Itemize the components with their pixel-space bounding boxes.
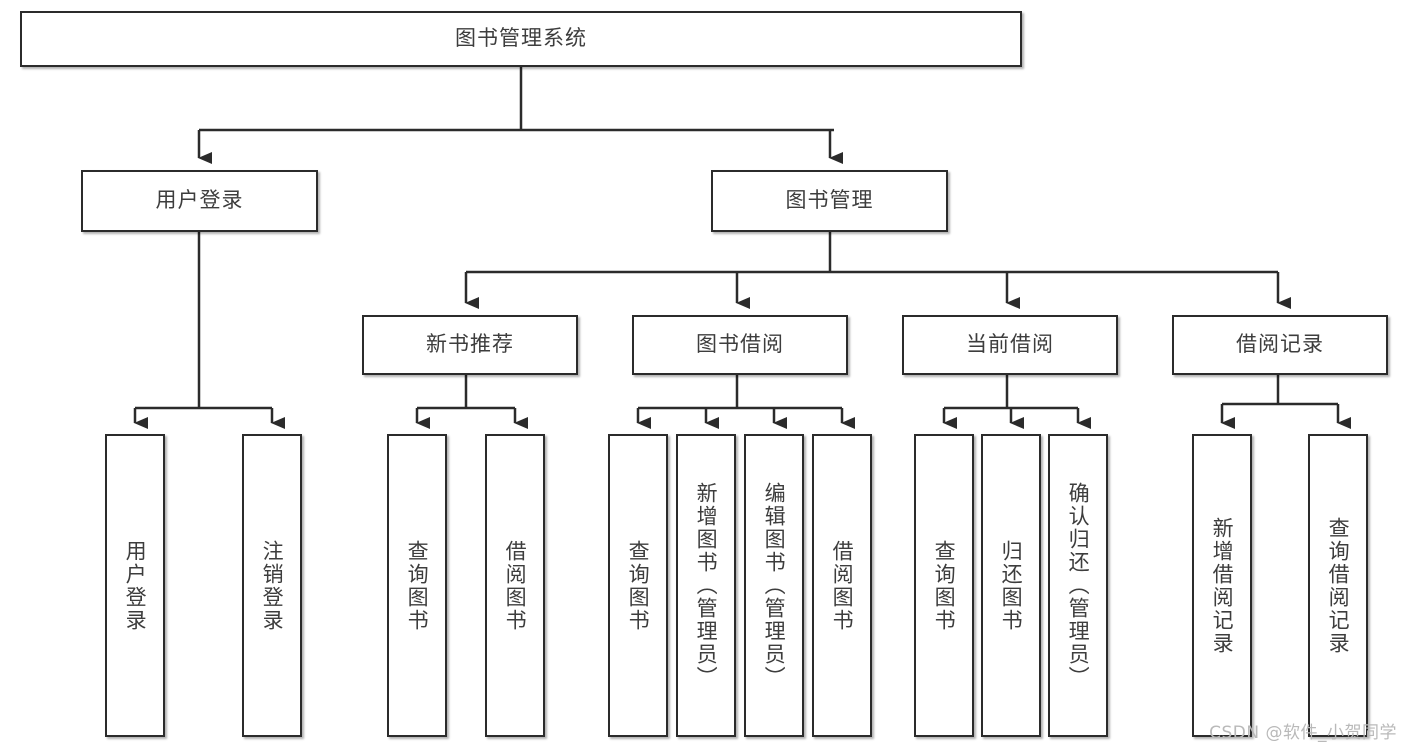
leaf-newbook-borrow-label: 借阅图书: [503, 539, 528, 632]
leaf-borrow-edit-label: 编辑图书（管理员）: [762, 482, 787, 689]
leaf-newbook-borrow[interactable]: 借阅图书: [485, 434, 545, 737]
leaf-current-query-label: 查询图书: [932, 539, 957, 632]
node-new-book-recommend-label: 新书推荐: [426, 332, 514, 357]
leaf-records-add-label: 新增借阅记录: [1210, 516, 1235, 655]
node-new-book-recommend[interactable]: 新书推荐: [362, 315, 578, 375]
leaf-newbook-query[interactable]: 查询图书: [387, 434, 447, 737]
leaf-current-confirm-label: 确认归还（管理员）: [1066, 482, 1091, 689]
leaf-current-confirm[interactable]: 确认归还（管理员）: [1048, 434, 1108, 737]
node-current-borrow[interactable]: 当前借阅: [902, 315, 1118, 375]
node-borrow-records[interactable]: 借阅记录: [1172, 315, 1388, 375]
node-user-login[interactable]: 用户登录: [81, 170, 318, 232]
node-book-borrow-label: 图书借阅: [696, 332, 784, 357]
leaf-current-query[interactable]: 查询图书: [914, 434, 974, 737]
leaf-user-login-label: 用户登录: [123, 539, 148, 632]
node-current-borrow-label: 当前借阅: [966, 332, 1054, 357]
leaf-user-logout-label: 注销登录: [260, 539, 285, 632]
leaf-newbook-query-label: 查询图书: [405, 539, 430, 632]
leaf-current-return-label: 归还图书: [999, 539, 1024, 632]
leaf-borrow-add-label: 新增图书（管理员）: [694, 482, 719, 689]
leaf-borrow-query[interactable]: 查询图书: [608, 434, 668, 737]
leaf-borrow-query-label: 查询图书: [626, 539, 651, 632]
leaf-borrow-add[interactable]: 新增图书（管理员）: [676, 434, 736, 737]
node-book-management-label: 图书管理: [785, 188, 874, 213]
node-user-login-label: 用户登录: [155, 188, 244, 213]
node-root-label: 图书管理系统: [455, 26, 587, 51]
leaf-user-logout[interactable]: 注销登录: [242, 434, 302, 737]
watermark: CSDN @软件_小贺同学: [1209, 723, 1397, 743]
leaf-borrow-edit[interactable]: 编辑图书（管理员）: [744, 434, 804, 737]
leaf-borrow-borrow[interactable]: 借阅图书: [812, 434, 872, 737]
leaf-records-query-label: 查询借阅记录: [1326, 516, 1351, 655]
node-book-borrow[interactable]: 图书借阅: [632, 315, 848, 375]
node-book-management[interactable]: 图书管理: [711, 170, 948, 232]
leaf-user-login[interactable]: 用户登录: [105, 434, 165, 737]
leaf-records-add[interactable]: 新增借阅记录: [1192, 434, 1252, 737]
leaf-borrow-borrow-label: 借阅图书: [830, 539, 855, 632]
leaf-records-query[interactable]: 查询借阅记录: [1308, 434, 1368, 737]
node-borrow-records-label: 借阅记录: [1236, 332, 1324, 357]
node-root[interactable]: 图书管理系统: [20, 11, 1022, 67]
leaf-current-return[interactable]: 归还图书: [981, 434, 1041, 737]
